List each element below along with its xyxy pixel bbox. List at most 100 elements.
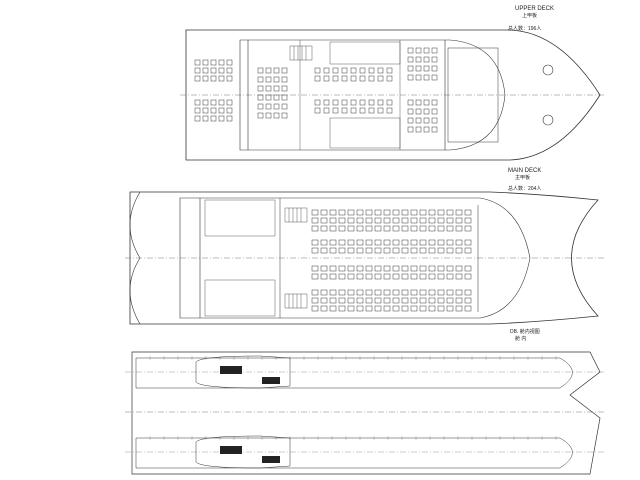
seat bbox=[320, 265, 328, 272]
wheelhouse-room bbox=[447, 47, 499, 143]
seat bbox=[356, 217, 364, 224]
seat bbox=[338, 239, 346, 246]
main-stair bbox=[284, 207, 308, 309]
main-service-room bbox=[204, 279, 276, 317]
seat bbox=[392, 209, 400, 216]
seat bbox=[314, 107, 321, 114]
seat bbox=[365, 265, 373, 272]
seat bbox=[446, 297, 454, 304]
seat bbox=[383, 209, 391, 216]
upper-stair bbox=[289, 45, 313, 61]
seat bbox=[359, 107, 366, 114]
seat bbox=[332, 75, 339, 82]
seat bbox=[383, 305, 391, 312]
seat bbox=[407, 99, 414, 106]
seat bbox=[419, 265, 427, 272]
seat bbox=[374, 297, 382, 304]
seat bbox=[415, 126, 422, 133]
seat bbox=[392, 273, 400, 280]
seat bbox=[392, 247, 400, 254]
seat bbox=[359, 75, 366, 82]
seat bbox=[407, 56, 414, 63]
seat bbox=[419, 217, 427, 224]
seat bbox=[401, 305, 409, 312]
seat bbox=[273, 103, 280, 110]
seat bbox=[419, 239, 427, 246]
seat bbox=[265, 76, 272, 83]
seat bbox=[281, 112, 288, 119]
seat bbox=[320, 297, 328, 304]
seat bbox=[329, 217, 337, 224]
seat bbox=[368, 75, 375, 82]
seat bbox=[210, 67, 217, 74]
seat bbox=[257, 94, 264, 101]
seat bbox=[323, 107, 330, 114]
seat bbox=[383, 247, 391, 254]
seat bbox=[401, 273, 409, 280]
seat bbox=[356, 247, 364, 254]
seat bbox=[365, 297, 373, 304]
seat bbox=[455, 297, 463, 304]
seat bbox=[437, 273, 445, 280]
seat bbox=[311, 305, 319, 312]
seat bbox=[415, 108, 422, 115]
seat bbox=[311, 265, 319, 272]
seat bbox=[423, 99, 430, 106]
helm-console bbox=[542, 114, 554, 126]
starboard-demihull bbox=[135, 437, 573, 469]
seat bbox=[386, 75, 393, 82]
seat bbox=[311, 289, 319, 296]
seat bbox=[329, 209, 337, 216]
seat bbox=[311, 247, 319, 254]
seat bbox=[347, 297, 355, 304]
seat bbox=[415, 99, 422, 106]
seat bbox=[320, 289, 328, 296]
seat bbox=[428, 217, 436, 224]
helm-console bbox=[542, 64, 554, 76]
seat bbox=[377, 67, 384, 74]
starboard-engines bbox=[220, 446, 280, 463]
seat bbox=[431, 117, 438, 124]
seat bbox=[202, 107, 209, 114]
seat bbox=[314, 75, 321, 82]
seat bbox=[431, 108, 438, 115]
seat bbox=[365, 217, 373, 224]
seat bbox=[455, 273, 463, 280]
seat bbox=[323, 75, 330, 82]
seat bbox=[401, 225, 409, 232]
seat bbox=[338, 209, 346, 216]
seat bbox=[383, 225, 391, 232]
seat bbox=[350, 67, 357, 74]
seat bbox=[257, 85, 264, 92]
seat bbox=[226, 115, 233, 122]
seat bbox=[464, 239, 472, 246]
seat bbox=[419, 225, 427, 232]
seat bbox=[226, 67, 233, 74]
stern-curve bbox=[129, 191, 141, 259]
seat bbox=[332, 99, 339, 106]
seat bbox=[341, 75, 348, 82]
main-service-room bbox=[204, 199, 276, 237]
seat bbox=[419, 247, 427, 254]
seat bbox=[281, 103, 288, 110]
seat bbox=[368, 107, 375, 114]
seat bbox=[464, 217, 472, 224]
seat bbox=[218, 67, 225, 74]
seat bbox=[374, 209, 382, 216]
seat bbox=[226, 107, 233, 114]
seat bbox=[464, 225, 472, 232]
seat bbox=[464, 289, 472, 296]
seat bbox=[265, 94, 272, 101]
seat bbox=[341, 67, 348, 74]
seat bbox=[368, 99, 375, 106]
seat bbox=[437, 217, 445, 224]
seat bbox=[347, 239, 355, 246]
seat bbox=[257, 76, 264, 83]
seat bbox=[407, 65, 414, 72]
seat bbox=[410, 209, 418, 216]
seat bbox=[423, 65, 430, 72]
seat bbox=[386, 67, 393, 74]
seat bbox=[347, 225, 355, 232]
hull-plan-subtitle: 舱 内 bbox=[515, 335, 526, 342]
seat bbox=[281, 76, 288, 83]
